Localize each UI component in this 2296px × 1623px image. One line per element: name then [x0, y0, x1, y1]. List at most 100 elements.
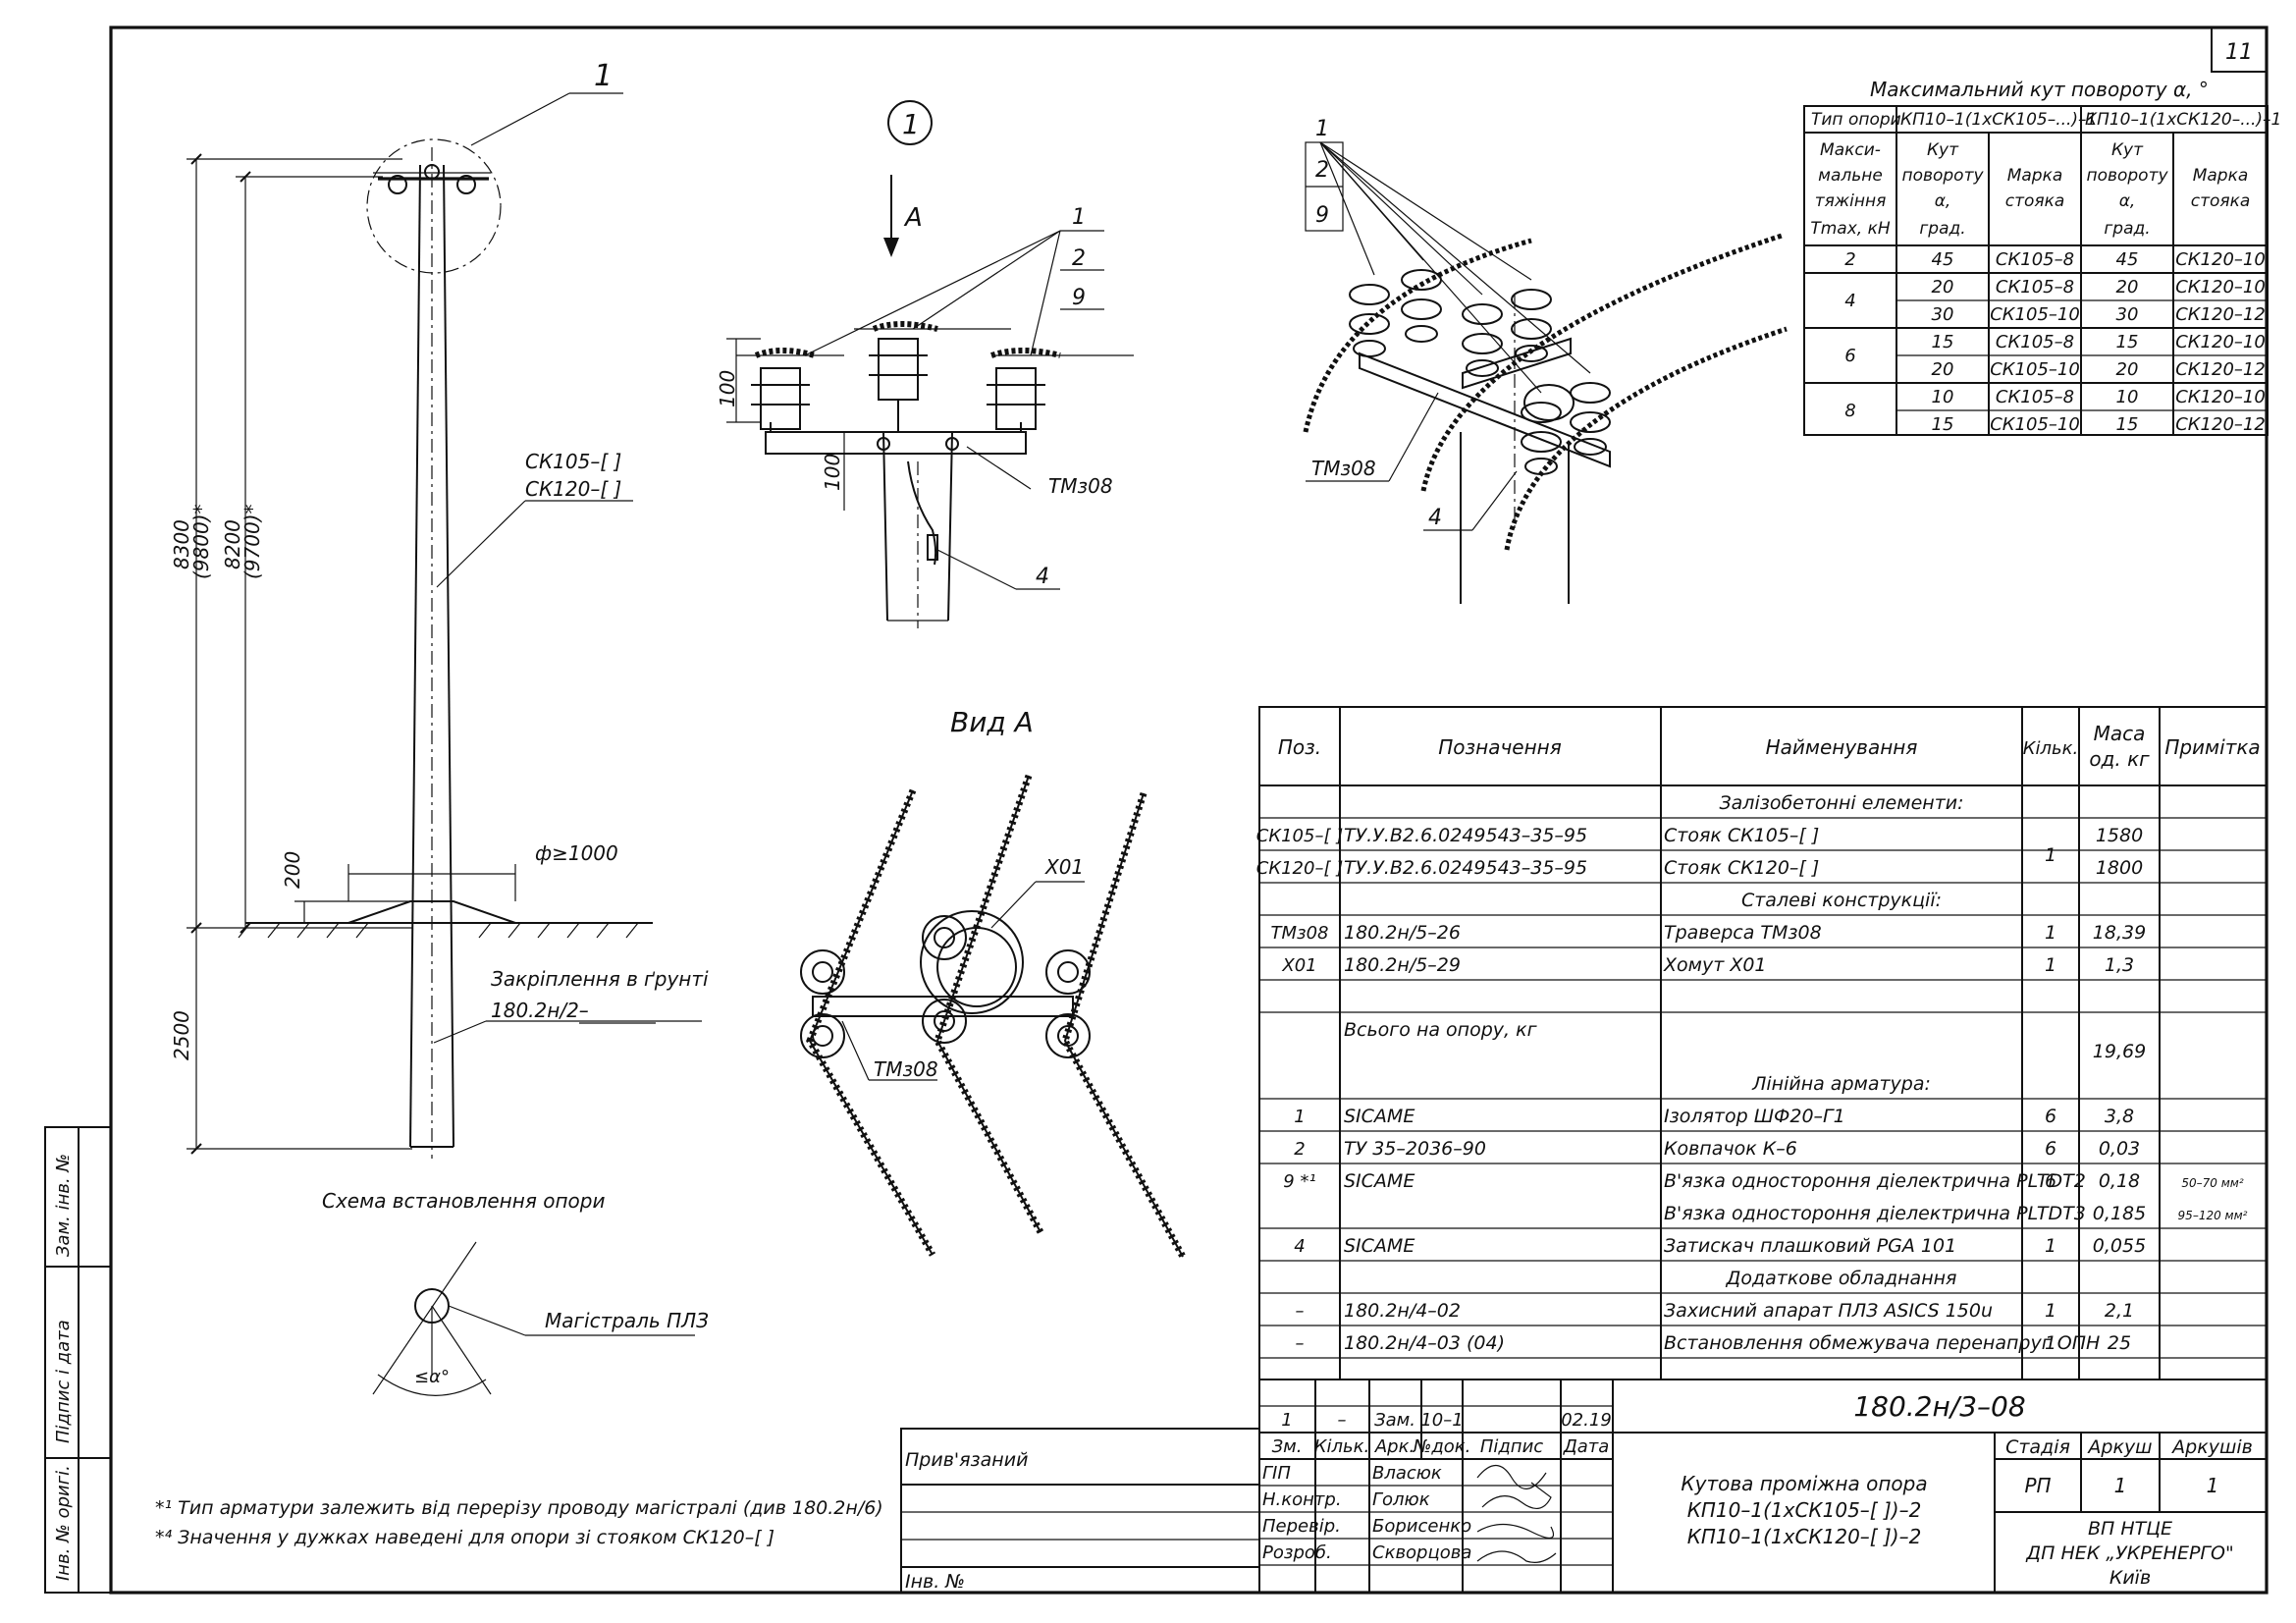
change-count: –: [1338, 1410, 1347, 1431]
spec-header-unit: од. кг: [2089, 747, 2150, 771]
angle-table-cell: 45: [1932, 249, 1954, 270]
angle-table-cell: 45: [2116, 249, 2139, 270]
spec-cell-name: Лінійна арматура:: [1751, 1073, 1931, 1095]
change-date: 02.19: [1561, 1410, 1612, 1431]
view-a-traverse-label: ТМз08: [874, 1057, 938, 1081]
spec-cell-des: 180.2н/5–29: [1344, 954, 1461, 976]
ground-fixing-ref: 180.2н/2–: [491, 999, 589, 1022]
spec-cell-name: В'язка одностороння діелектрична PLTDT3: [1664, 1203, 2086, 1224]
spec-cell-pos: –: [1296, 1301, 1305, 1322]
spec-cell-mass: 1,3: [2105, 954, 2134, 976]
spec-cell-name: Додаткове обладнання: [1726, 1268, 1957, 1289]
angle-table-cell: СК105–8: [1996, 332, 2074, 352]
spec-cell-note: 50–70 мм²: [2181, 1176, 2243, 1190]
spec-cell-pos: СК105–[ ]: [1256, 826, 1343, 846]
angle-table-cell: 15: [2116, 414, 2139, 435]
angle-table-cell: 15: [1932, 414, 1954, 435]
spec-cell-mass: 2,1: [2105, 1300, 2134, 1322]
side-stamp: Зам. інв. № Підпис і дата Інв. № оригі.: [44, 1126, 112, 1594]
ground-fixing-label: Закріплення в ґрунті: [491, 967, 709, 991]
stamp-replace-inv: Зам. інв. №: [53, 1154, 74, 1257]
spec-cell-name: Стояк СК105–[ ]: [1664, 825, 1819, 846]
spec-cell-qty: 1: [2045, 1235, 2056, 1257]
isometric-view: 1 2 9 ТМз08 4: [1303, 117, 1788, 604]
angle-table-cell: СК105–10: [1990, 304, 2080, 325]
spec-cell-des: 180.2н/5–26: [1344, 922, 1461, 944]
iso-label-2: 2: [1315, 158, 1329, 183]
spec-cell-name: Залізобетонні елементи:: [1719, 792, 1963, 814]
iso-clamp-label: 4: [1428, 506, 1442, 530]
angle-table-cell: 2: [1844, 249, 1855, 270]
name-skvortsova: Скворцова: [1372, 1542, 1471, 1563]
spec-cell-pos: Х01: [1281, 955, 1316, 976]
sheet-header: Аркуш: [2086, 1436, 2152, 1458]
angle-table-cell: 8: [1844, 401, 1855, 421]
sheets-value: 1: [2207, 1474, 2219, 1497]
angle-table-cell: 4: [1844, 291, 1855, 311]
spec-cell-des: Всього на опору, кг: [1344, 1019, 1538, 1041]
title-line-2: КП10–1(1хСК105–[ ])–2: [1687, 1498, 1922, 1522]
iso-label-1: 1: [1315, 117, 1329, 141]
spec-cell-mass: 1580: [2096, 825, 2143, 846]
view-a-title: Вид А: [950, 706, 1034, 738]
spec-cell-des: SICAME: [1344, 1170, 1415, 1192]
doc-code: 180.2н/3–08: [1853, 1390, 2025, 1423]
angle-table-cell: 15: [2116, 332, 2139, 352]
spec-cell-mass: 18,39: [2093, 922, 2146, 944]
angle-table-cell: 20: [1932, 277, 1954, 298]
org-line-3: Київ: [2109, 1567, 2151, 1589]
change-sheet: Зам.: [1374, 1410, 1415, 1431]
angle-table-cell: 20: [2116, 359, 2139, 380]
stage-header: Стадія: [2005, 1436, 2070, 1458]
stage-value: РП: [2024, 1474, 2051, 1497]
angle-table-cell: СК120–12: [2175, 304, 2266, 325]
angle-b-h4: град.: [2104, 219, 2150, 239]
angle-b-h1: Кут: [2111, 140, 2144, 160]
angle-table-cell: СК120–10: [2175, 332, 2266, 352]
angle-a-h1: Кут: [1927, 140, 1959, 160]
angle-table-cell: СК120–10: [2175, 249, 2266, 270]
change-num: 1: [1281, 1410, 1292, 1431]
spec-cell-note: 95–120 мм²: [2178, 1209, 2248, 1222]
sheet-number: 11: [2225, 40, 2253, 65]
spec-cell-mass: 25: [2108, 1332, 2131, 1354]
spec-cell-qty: 1: [2045, 1300, 2056, 1322]
spec-cell-pos: 1: [1294, 1107, 1305, 1127]
dim-9800: (9800)*: [189, 504, 213, 579]
name-vlasiuk: Власюк: [1372, 1463, 1442, 1484]
spec-header-qty: Кільк.: [2023, 738, 2079, 759]
sheet-number-box: [2211, 27, 2268, 73]
angle-b-h2: повороту: [2086, 166, 2168, 186]
spec-header-name: Найменування: [1766, 735, 1918, 759]
angle-table-cell: СК105–8: [1996, 249, 2074, 270]
detail-1-front: 1 А 100 10: [716, 100, 1134, 628]
sheet-value: 1: [2114, 1474, 2127, 1497]
tied-label: Прив'язаний: [905, 1449, 1028, 1471]
spec-cell-pos: ТМз08: [1270, 923, 1328, 944]
detail-label-1: 1: [1072, 205, 1086, 230]
spec-cell-des: SICAME: [1344, 1235, 1415, 1257]
sheets-header: Аркушів: [2170, 1436, 2253, 1458]
stamp-signature-date: Підпис і дата: [53, 1320, 74, 1443]
mark-a-h2: стояка: [2005, 191, 2065, 211]
pole-installation-scheme: 1 СК105–[ ] СК120–[ ] 8300 (9800)* 8200 …: [170, 59, 709, 1213]
spec-cell-qty: 1: [2045, 922, 2056, 944]
detail-clamp-label: 4: [1036, 565, 1049, 589]
dim-100-top: 100: [716, 370, 739, 407]
spec-cell-qty: 6: [2045, 1106, 2056, 1127]
spec-cell-name: Ковпачок К–6: [1664, 1138, 1797, 1160]
angle-a-h4: град.: [1919, 219, 1965, 239]
title-line-1: Кутова проміжна опора: [1681, 1472, 1927, 1495]
spec-cell-name: Хомут Х01: [1663, 954, 1767, 976]
angle-table-cell: 6: [1844, 346, 1855, 366]
angle-a-h2: повороту: [1901, 166, 1984, 186]
spec-cell-name: Траверса ТМз08: [1664, 922, 1822, 944]
detail-label-9: 9: [1072, 286, 1086, 310]
angle-table-cell: 20: [2116, 277, 2139, 298]
pole-label-sk120: СК120–[ ]: [525, 477, 621, 501]
spec-cell-name: Встановлення обмежувача перенапруг ОПН: [1664, 1332, 2100, 1354]
tension-h3: тяжіння: [1815, 191, 1887, 211]
spec-cell-mass: 0,055: [2093, 1235, 2146, 1257]
angle-table-cell: 20: [1932, 359, 1954, 380]
head-sign: Підпис: [1480, 1436, 1543, 1457]
